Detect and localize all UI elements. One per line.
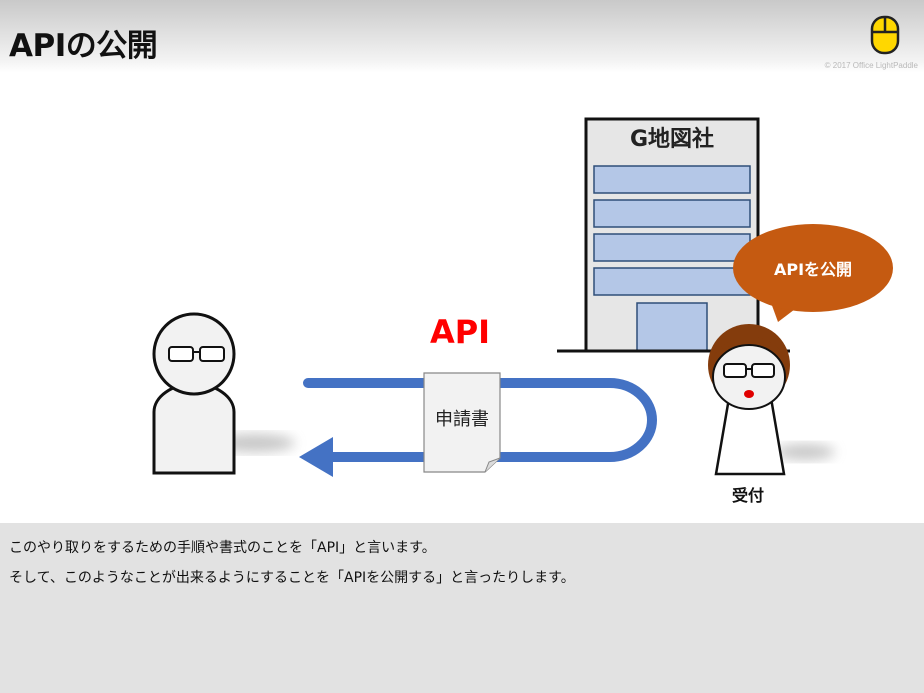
application-document <box>423 372 501 473</box>
slide-header: APIの公開 © 2017 Office LightPaddle <box>0 0 924 73</box>
building-name: G地図社 <box>629 127 715 152</box>
explanation-line-2: そして、このようなことが出来るようにすることを「APIを公開する」と言ったりしま… <box>9 570 575 586</box>
client-person <box>152 312 236 475</box>
glasses-icon <box>168 346 225 362</box>
building <box>557 117 790 353</box>
api-flow-arrow <box>299 378 657 477</box>
slide-title: APIの公開 <box>9 28 158 64</box>
staff-shadow <box>775 444 835 460</box>
document-label: 申請書 <box>435 409 489 430</box>
explanation-panel: このやり取りをするための手順や書式のことを「API」と言います。 そして、このよ… <box>0 523 924 693</box>
api-diagram <box>152 117 893 477</box>
speech-bubble <box>733 224 893 322</box>
explanation-line-1: このやり取りをするための手順や書式のことを「API」と言います。 <box>9 540 436 556</box>
copyright-notice: © 2017 Office LightPaddle <box>824 61 918 70</box>
mouse-logo-icon <box>870 15 900 55</box>
reception-staff <box>708 324 790 476</box>
speech-bubble-text: APIを公開 <box>773 260 853 279</box>
glasses-icon <box>723 363 775 378</box>
api-label: API <box>429 313 491 351</box>
staff-label: 受付 <box>731 486 764 505</box>
